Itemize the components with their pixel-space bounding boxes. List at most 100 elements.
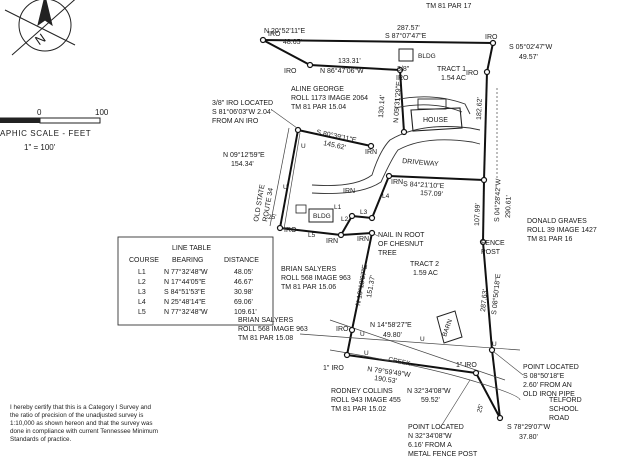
- bearing-b2-bear: S 87°07'47"E: [385, 32, 427, 40]
- one-inch-iro-label: 1" IRO: [323, 365, 344, 372]
- segment-l4: L4: [382, 193, 390, 200]
- line-table-cell: N 17°44'05"E: [164, 278, 206, 286]
- segment-l2: L2: [341, 216, 349, 223]
- bearing-b14-bear: S 08°50'18"E: [490, 273, 502, 315]
- one-inch-iro-label: 1" IRO: [456, 362, 477, 369]
- utility-u-mark: U: [360, 331, 365, 338]
- owner-line: NAIL IN ROOT: [378, 232, 425, 239]
- bearing-b1-line2: 48.65': [283, 39, 302, 46]
- owner-line: DONALD GRAVES: [527, 218, 587, 225]
- bearing-b16-bear: N 32°34'08"W: [407, 387, 451, 395]
- bldg-top-shape: [398, 48, 414, 62]
- irn-label: IRN: [326, 238, 338, 245]
- bearing-b9-bear: S 84°21'10"E: [403, 180, 445, 190]
- bearing-labels: N 20°52'11"E 48.65' 287.57' S 87°07'47"E…: [223, 25, 553, 441]
- monument-markers: [259, 36, 504, 422]
- line-table-cell: N 77°32'48"W: [164, 268, 208, 276]
- certification-text: I hereby certify that this is a Category…: [10, 404, 158, 443]
- dim-25b: 25': [476, 404, 485, 414]
- bearing-b4-bear: S 05°02'47"W: [509, 43, 553, 51]
- bearing-b3-dist: 133.31': [338, 58, 361, 65]
- iro-label: IRO: [284, 68, 297, 75]
- line-table-frame: [117, 236, 274, 326]
- utility-u-mark: U: [283, 184, 288, 191]
- line-table-cell: 109.61': [234, 309, 257, 316]
- utility-lines: [269, 88, 521, 401]
- owner-point-fence: POINT LOCATED N 32°34'08"W 6.16' FROM A …: [408, 424, 478, 458]
- owner-line: TM 81 PAR 15.08: [238, 335, 293, 342]
- line-table-cell: L3: [138, 289, 146, 296]
- owner-aline-george: ALINE GEORGE ROLL 1173 IMAGE 2064 TM 81 …: [291, 86, 368, 111]
- owner-rodney-collins: RODNEY COLLINS ROLL 943 IMAGE 455 TM 81 …: [331, 388, 401, 413]
- barn-label: BARN: [441, 318, 454, 338]
- driveway-label: DRIVEWAY: [402, 158, 439, 168]
- bearing-b12-bear: N 10°18'07"E: [354, 264, 369, 307]
- bearing-b17-bear: S 78°29'07"W: [507, 423, 551, 431]
- bearing-b7-dist: 130.14': [378, 95, 387, 118]
- segment-l5: L5: [308, 232, 316, 239]
- line-table-cell: L4: [138, 299, 146, 306]
- owner-line: METAL FENCE POST: [408, 451, 478, 458]
- fence-post-label-2: POST: [481, 249, 501, 256]
- irn-label: IRN: [357, 236, 369, 243]
- owner-line: ROLL 568 IMAGE 963: [238, 326, 308, 333]
- bldg-lower-shape: [308, 208, 334, 223]
- owner-line: ROAD: [549, 415, 569, 422]
- line-table-cell: L2: [138, 279, 146, 286]
- bearing-b2-dist: 287.57': [397, 25, 420, 32]
- owner-point-pipe: POINT LOCATED S 08°50'18"E 2.60' FROM AN…: [523, 364, 579, 398]
- owner-iro-note: 3/8" IRO LOCATED S 81°06'03"W 2.04' FROM…: [212, 100, 273, 125]
- line-table-cell: 48.05': [234, 269, 253, 276]
- bearing-b6-dist: 145.62': [323, 140, 347, 152]
- scale-tick-0: 0: [37, 108, 42, 117]
- utility-u-mark: U: [301, 143, 306, 150]
- scale-ratio: 1" = 100': [24, 143, 56, 152]
- owner-line: BRIAN SALYERS: [238, 317, 293, 324]
- bearing-b1-line1: N 20°52'11"E: [264, 27, 305, 35]
- tract2-name: TRACT 2: [410, 261, 439, 268]
- line-table-header-bearing: BEARING: [172, 257, 204, 264]
- segment-l1: L1: [334, 204, 342, 211]
- owner-line: RODNEY COLLINS: [331, 388, 393, 395]
- owner-brian-salyers-2: BRIAN SALYERS ROLL 568 IMAGE 963 TM 81 P…: [238, 317, 308, 342]
- line-table-cell: S 84°51'53"E: [164, 288, 206, 296]
- owner-line: SCHOOL: [549, 406, 579, 413]
- house-label: HOUSE: [423, 117, 448, 124]
- bearing-b17-dist: 37.80': [519, 434, 538, 441]
- line-table-title: LINE TABLE: [172, 245, 211, 252]
- bearing-b8-bear: N 09°12'59"E: [223, 151, 265, 159]
- iro-label: IRO: [284, 227, 297, 234]
- creek-label: CREEK: [388, 356, 412, 368]
- owner-line: ROLL 39 IMAGE 1427: [527, 227, 597, 234]
- bearing-b15-dist: 190.53': [374, 375, 398, 385]
- owner-line: TM 81 PAR 15.04: [291, 104, 346, 111]
- owner-line: TM 81 PAR 16: [527, 236, 572, 243]
- barn-shape: [436, 310, 463, 344]
- three-eighths-label: 3/8": [397, 66, 410, 73]
- owner-line: ROLL 568 IMAGE 963: [281, 275, 351, 282]
- iro-label: IRO: [268, 31, 281, 38]
- owner-nail-note: NAIL IN ROOT OF CHESNUT TREE: [378, 232, 425, 257]
- owner-telford: TELFORD SCHOOL ROAD: [549, 397, 582, 422]
- utility-u-mark: U: [492, 341, 497, 348]
- owner-line: 6.16' FROM A: [408, 442, 452, 449]
- owner-line: S 81°06'03"W 2.04': [212, 108, 272, 116]
- north-arrow-icon: [4, 0, 76, 56]
- segment-marks: L1 L2 L3 L4 L5 25' 25' U U U U U U: [268, 143, 497, 414]
- owner-brian-salyers-1: BRIAN SALYERS ROLL 568 IMAGE 963 TM 81 P…: [281, 266, 351, 291]
- iro-label: IRO: [466, 70, 479, 77]
- bearing-b4-dist: 49.57': [519, 54, 538, 61]
- owner-line: ROLL 943 IMAGE 455: [331, 397, 401, 404]
- irn-label: IRN: [343, 188, 355, 195]
- bearing-b14-dist: 287.63': [480, 289, 489, 312]
- tract1-area: 1.54 AC: [441, 75, 466, 82]
- bldg-lower-label: BLDG: [313, 213, 331, 220]
- utility-u-mark: U: [364, 350, 369, 357]
- utility-u-mark: U: [420, 336, 425, 343]
- iro-label: IRO: [336, 326, 349, 333]
- bearing-b12-dist: 151.37': [366, 275, 377, 299]
- owner-line: 2.60' FROM AN: [523, 382, 572, 389]
- house-porch: [417, 98, 447, 110]
- line-table-cell: N 77°32'48"W: [164, 308, 208, 316]
